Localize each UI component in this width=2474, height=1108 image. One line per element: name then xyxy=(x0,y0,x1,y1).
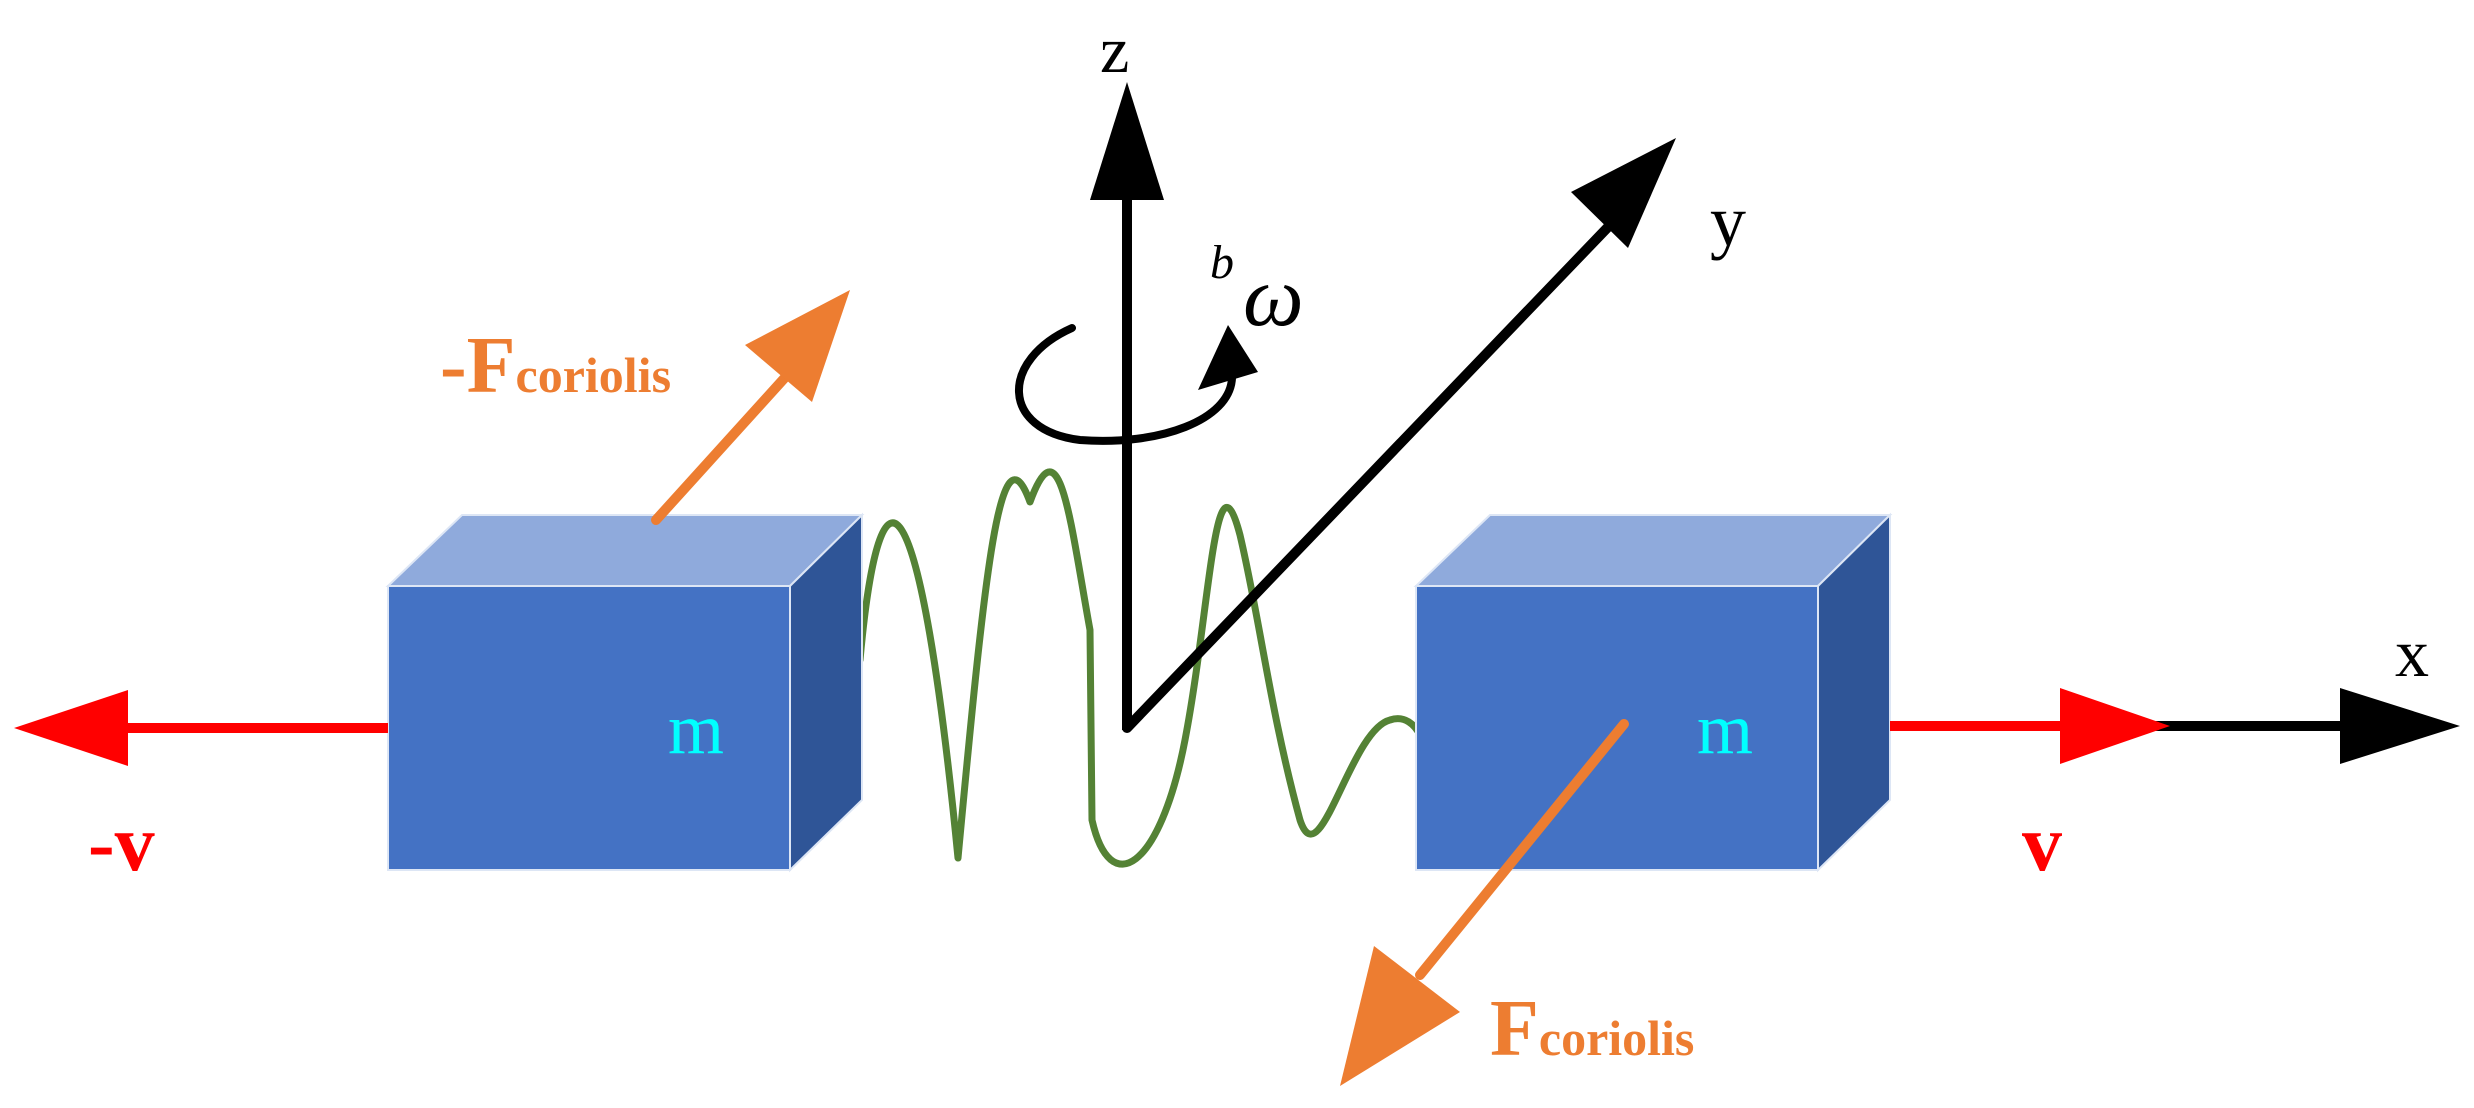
y-axis-arrowhead xyxy=(1571,138,1676,248)
left-block-top-face xyxy=(385,514,865,587)
left-coriolis-sign: - xyxy=(440,322,467,410)
right-mass-label: m xyxy=(1697,689,1753,769)
left-coriolis-force-arrow xyxy=(651,290,850,525)
omega-superscript: b xyxy=(1210,236,1234,289)
right-coriolis-label: Fcoriolis xyxy=(1490,985,1694,1073)
spring xyxy=(856,468,1424,868)
right-coriolis-main: F xyxy=(1490,985,1539,1073)
x-axis-label: x xyxy=(2395,615,2429,691)
omega-symbol: ω xyxy=(1243,248,1304,344)
left-mass-label: m xyxy=(668,689,724,769)
right-block-top-face xyxy=(1413,514,1893,587)
rotation-arrowhead xyxy=(1198,325,1258,390)
y-axis xyxy=(1122,138,1676,733)
left-velocity-label: -v xyxy=(88,800,155,888)
right-coriolis-sub: coriolis xyxy=(1539,1010,1695,1066)
rotation-arrow xyxy=(1015,324,1258,445)
x-axis-arrowhead xyxy=(2340,688,2460,764)
right-velocity-label: v xyxy=(2022,800,2062,888)
right-velocity-arrow xyxy=(1890,688,2170,764)
right-mass-block xyxy=(1413,512,1893,873)
left-block-front-face xyxy=(387,585,791,871)
left-mass-block xyxy=(385,512,865,873)
right-coriolis-force-arrow xyxy=(1340,719,1629,1086)
z-axis xyxy=(1090,82,1164,730)
y-axis-label: y xyxy=(1710,181,1746,261)
left-coriolis-sub: coriolis xyxy=(516,347,672,403)
left-velocity-arrow xyxy=(14,690,388,766)
left-coriolis-label: -Fcoriolis xyxy=(440,322,671,410)
left-coriolis-main: F xyxy=(467,322,516,410)
x-axis xyxy=(2150,688,2460,764)
z-axis-arrowhead xyxy=(1090,82,1164,200)
z-axis-label: z xyxy=(1100,14,1129,87)
